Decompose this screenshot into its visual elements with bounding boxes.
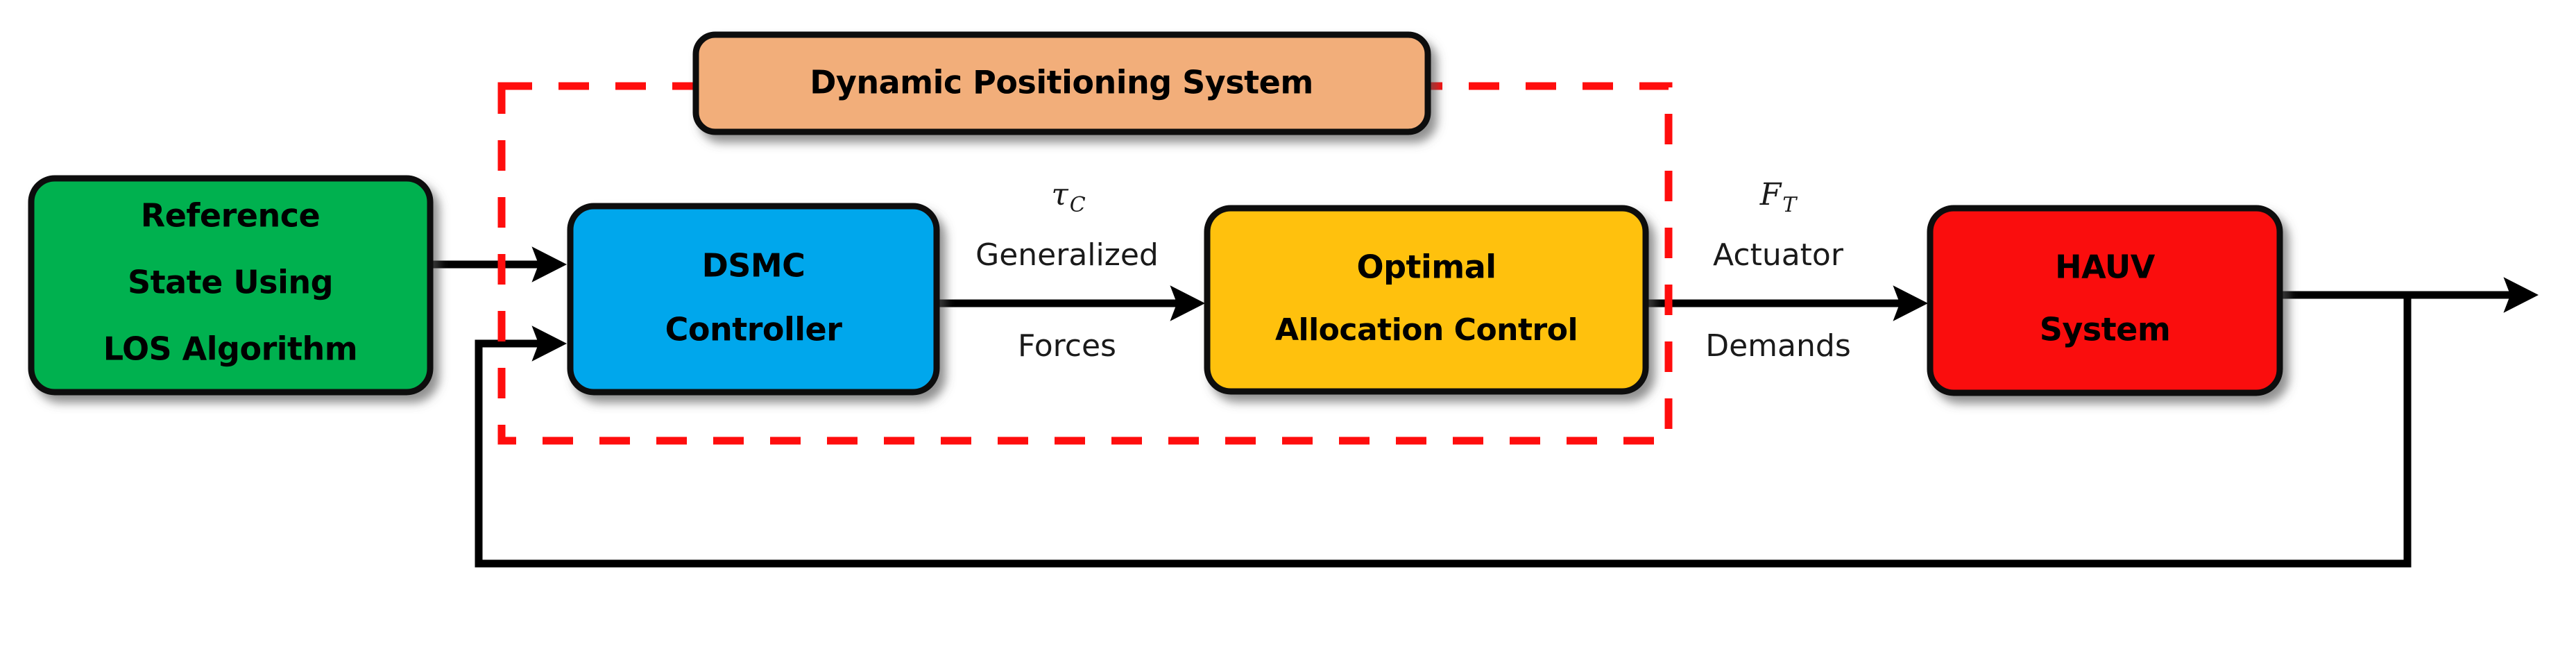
block-reference-state-line-3: LOS Algorithm (103, 330, 357, 368)
block-reference-state[interactable]: Reference State Using LOS Algorithm (28, 175, 434, 396)
signal-tau-c-text-line-2: Forces (1018, 328, 1116, 364)
block-hauv-system-line-1: HAUV (2055, 248, 2156, 286)
block-dsmc-controller-line-2: Controller (665, 311, 843, 348)
block-dynamic-positioning-system-rect (692, 31, 1431, 135)
wire-feedback-loop (475, 295, 2412, 568)
block-dynamic-positioning-system[interactable]: Dynamic Positioning System (692, 31, 1431, 135)
block-hauv-system-rect (1927, 205, 2283, 396)
block-dsmc-controller[interactable]: DSMC Controller (567, 203, 940, 396)
signal-f-t-symbol: FT (1759, 177, 1798, 218)
block-reference-state-line-1: Reference (141, 197, 320, 235)
block-optimal-allocation-control[interactable]: Optimal Allocation Control (1204, 205, 1649, 395)
signal-tau-c-text-line-1: Generalized (975, 237, 1159, 273)
signal-tau-c: τC Generalized Forces (975, 177, 1159, 364)
block-dynamic-positioning-system-label: Dynamic Positioning System (810, 64, 1313, 101)
signal-tau-c-symbol-subscript: C (1070, 193, 1086, 217)
signal-f-t-text-line-2: Demands (1705, 328, 1851, 364)
signal-tau-c-symbol: τC (1051, 177, 1085, 218)
block-dsmc-controller-line-1: DSMC (702, 247, 805, 285)
block-optimal-allocation-control-line-1: Optimal (1356, 248, 1496, 286)
signal-f-t: FT Actuator Demands (1705, 177, 1851, 364)
signal-f-t-symbol-base: F (1759, 177, 1782, 212)
block-optimal-allocation-control-line-2: Allocation Control (1275, 312, 1578, 348)
block-optimal-allocation-control-rect (1204, 205, 1649, 395)
block-reference-state-rect (28, 175, 434, 396)
wires-group (430, 246, 2539, 568)
block-reference-state-line-2: State Using (128, 264, 333, 301)
block-hauv-system[interactable]: HAUV System (1927, 205, 2283, 396)
block-hauv-system-line-2: System (2040, 311, 2171, 348)
signal-f-t-text-line-1: Actuator (1713, 237, 1844, 273)
block-dsmc-controller-rect (567, 203, 940, 396)
signal-f-t-symbol-subscript: T (1782, 193, 1798, 217)
signal-tau-c-symbol-base: τ (1051, 177, 1068, 212)
